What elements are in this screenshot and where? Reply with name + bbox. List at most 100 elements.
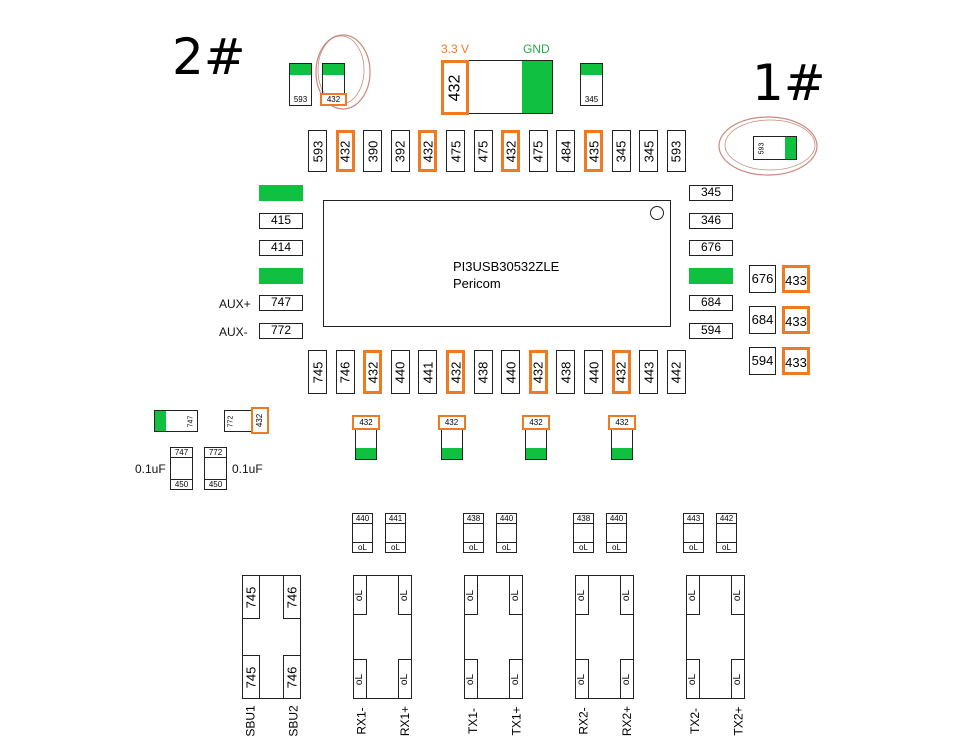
pin: 345 bbox=[639, 130, 659, 172]
connector-pad-label: oL bbox=[465, 589, 477, 601]
cap-label: 450 bbox=[205, 479, 226, 489]
connector-net-label: SBU1 bbox=[244, 700, 258, 742]
net-name: TX2+ bbox=[731, 706, 746, 736]
small-cap-top-label: 440 bbox=[607, 514, 626, 524]
pin-label: 475 bbox=[530, 140, 546, 162]
chip-vendor: Pericom bbox=[453, 276, 501, 291]
pin-marked: 435 bbox=[584, 130, 603, 172]
cap-label: 593 bbox=[758, 142, 766, 154]
pin-label: 392 bbox=[392, 140, 408, 162]
pin-label: 745 bbox=[310, 361, 326, 383]
pin: 392 bbox=[390, 130, 410, 172]
net-name: TX1- bbox=[466, 707, 481, 735]
pin-marked-label: 432 bbox=[420, 140, 436, 162]
connector-pad: oL bbox=[620, 575, 634, 615]
small-cap-bottom-label: oL bbox=[386, 542, 405, 552]
cap-label: 432 bbox=[255, 413, 265, 428]
pin: 440 bbox=[501, 350, 521, 394]
pin-label: 441 bbox=[420, 361, 436, 383]
pin-marked-label: 432 bbox=[337, 140, 353, 162]
cap-label: 593 bbox=[293, 95, 308, 104]
cap-345-top: 345 bbox=[580, 63, 603, 106]
pin-label: 593 bbox=[310, 140, 326, 162]
tag-1: 1# bbox=[752, 54, 826, 112]
cap-green-band bbox=[441, 448, 462, 459]
pin: 345 bbox=[611, 130, 631, 172]
circle-1b bbox=[724, 119, 816, 171]
resistor: 676 bbox=[749, 265, 776, 293]
small-cap: 441 oL bbox=[385, 513, 406, 553]
connector-pad-label: oL bbox=[732, 589, 744, 601]
pin-ground bbox=[259, 185, 303, 201]
cap-under-marked: 432 bbox=[437, 415, 466, 430]
pin: 440 bbox=[584, 350, 603, 394]
pin-marked: 432 bbox=[363, 350, 383, 394]
pin-marked: 432 bbox=[418, 130, 438, 172]
connector-pad-label: oL bbox=[687, 589, 699, 601]
cap-under-marked: 432 bbox=[522, 415, 550, 430]
small-cap-top-label: 442 bbox=[717, 514, 736, 524]
cap-593-left: 593 bbox=[289, 63, 312, 106]
net-name: RX2+ bbox=[620, 705, 635, 737]
cap-label: 772 bbox=[205, 448, 226, 458]
small-cap-bottom-label: oL bbox=[464, 542, 483, 552]
connector-pad-label: oL bbox=[354, 589, 366, 601]
pin: 745 bbox=[308, 350, 327, 394]
resistor: 684 bbox=[749, 306, 776, 334]
pin-label: 475 bbox=[475, 140, 491, 162]
resistor-marked: 433 bbox=[782, 306, 810, 334]
small-cap-bottom-label: oL bbox=[497, 542, 516, 552]
connector-pad: oL bbox=[575, 575, 589, 615]
connector-pad: 746 bbox=[283, 655, 301, 699]
cap-432-marker: 432 bbox=[320, 93, 347, 106]
pin-label: 746 bbox=[337, 361, 353, 383]
cap-432-left-marker: 432 bbox=[251, 407, 269, 434]
pin-marked-label: 432 bbox=[365, 361, 381, 383]
resistor: 594 bbox=[749, 347, 776, 375]
cap-label: 345 bbox=[584, 95, 599, 104]
circle-1 bbox=[718, 116, 818, 176]
pin-label: 345 bbox=[613, 140, 629, 162]
pin-label: 442 bbox=[668, 361, 684, 383]
pin-marked: 432 bbox=[335, 130, 355, 172]
connector-pad-label: 746 bbox=[284, 666, 300, 688]
net-name: SBU1 bbox=[244, 705, 259, 737]
connector-pad: oL bbox=[620, 659, 634, 699]
pin: 475 bbox=[528, 130, 548, 172]
pin1-dot bbox=[650, 206, 664, 220]
small-cap-top-label: 440 bbox=[353, 514, 372, 524]
pin: 390 bbox=[363, 130, 383, 172]
connector-mask bbox=[367, 574, 398, 577]
pin-marked: 432 bbox=[611, 350, 631, 394]
resistor-marked: 433 bbox=[782, 265, 810, 293]
connector-net-label: SBU2 bbox=[287, 700, 301, 742]
connector-pad-label: 745 bbox=[243, 586, 259, 608]
connector-pad-label: oL bbox=[399, 589, 411, 601]
small-cap-bottom-label: oL bbox=[574, 542, 593, 552]
small-cap-top-label: 441 bbox=[386, 514, 405, 524]
cap-right-value: 0.1uF bbox=[232, 462, 263, 476]
pin-label: 390 bbox=[365, 140, 381, 162]
small-cap-top-label: 438 bbox=[464, 514, 483, 524]
pin: 438 bbox=[473, 350, 493, 394]
pin-ground bbox=[259, 267, 303, 284]
connector-pad-label: oL bbox=[621, 589, 633, 601]
cap-green-band bbox=[612, 448, 632, 459]
pin: 443 bbox=[639, 350, 659, 394]
big-cap-label: 432 bbox=[446, 74, 464, 101]
pin: 772 bbox=[259, 323, 303, 339]
connector-mask bbox=[478, 574, 509, 577]
pin-marked: 432 bbox=[501, 130, 521, 172]
pin: 593 bbox=[308, 130, 327, 172]
pin-label: 440 bbox=[392, 361, 408, 383]
connector-pad: oL bbox=[398, 659, 412, 699]
connector-pad: oL bbox=[686, 659, 700, 699]
cap-left-value: 0.1uF bbox=[135, 462, 166, 476]
